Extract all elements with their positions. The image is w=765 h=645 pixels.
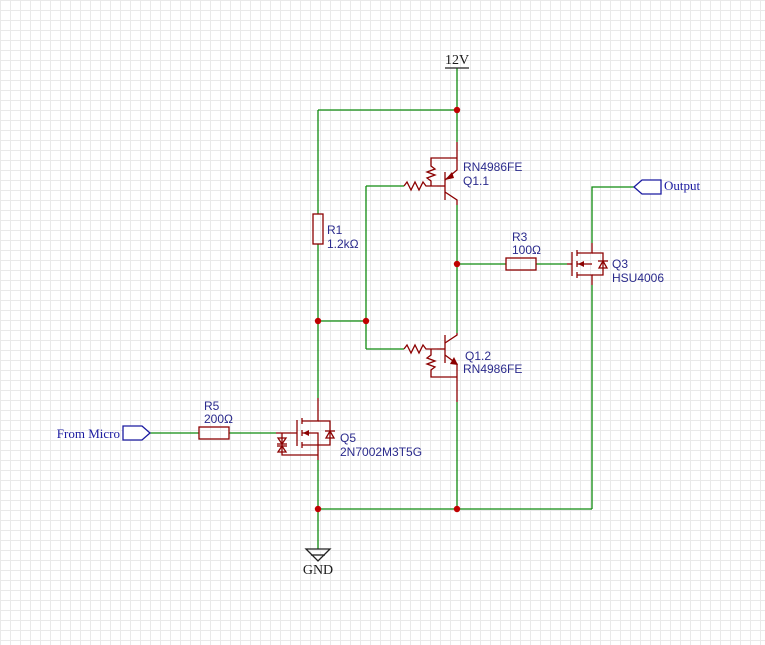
q5-ref: Q5 <box>340 431 356 445</box>
q3-part: HSU4006 <box>612 271 664 285</box>
input-port[interactable]: From Micro <box>57 425 151 441</box>
junction-dot <box>314 505 322 513</box>
q5-body <box>302 432 319 445</box>
input-port-label: From Micro <box>57 426 120 441</box>
r3-body <box>505 257 537 271</box>
q1-1-be-resistor <box>425 157 457 186</box>
junction-dot <box>362 317 370 325</box>
q5-source <box>302 444 319 460</box>
q5-part: 2N7002M3T5G <box>340 445 422 459</box>
gnd-label: GND <box>303 563 333 578</box>
transistor-q1-2: Q1.2 RN4986FE <box>403 333 522 402</box>
r3-ref: R3 <box>512 230 528 244</box>
q1-2-base-resistor <box>403 343 437 355</box>
r5-value: 200Ω <box>204 412 233 426</box>
output-port-flag[interactable] <box>633 179 662 195</box>
r3-value: 100Ω <box>512 243 541 257</box>
gnd-symbol: GND <box>303 548 333 578</box>
output-port-label: Output <box>664 178 701 193</box>
r5-body <box>198 426 230 440</box>
q1-1-collector <box>444 191 458 205</box>
r1-body <box>312 213 324 245</box>
q1-2-part: RN4986FE <box>463 362 522 376</box>
output-wire <box>591 186 634 243</box>
r1-ref: R1 <box>327 223 343 237</box>
q1-2-collector <box>444 333 458 344</box>
junction-dot <box>314 317 322 325</box>
q3-ref: Q3 <box>612 257 628 271</box>
resistor-r3: R3 100Ω <box>505 230 541 271</box>
q1-2-be-resistor <box>425 349 457 378</box>
q3-drain <box>577 243 593 254</box>
resistor-r5: R5 200Ω <box>198 399 233 440</box>
q3-diode-leads <box>592 252 604 276</box>
q5-body-arrow <box>303 430 309 436</box>
junctions <box>314 106 461 513</box>
junction-dot <box>453 106 461 114</box>
resistor-r1: R1 1.2kΩ <box>312 213 359 251</box>
q3-diode <box>597 259 609 269</box>
junction-dot <box>453 260 461 268</box>
q3-body-arrow <box>578 261 584 267</box>
r1-value: 1.2kΩ <box>327 237 359 251</box>
mosfet-q3: Q3 HSU4006 <box>567 243 664 285</box>
vcc-symbol: 12V <box>445 53 469 69</box>
q5-esd-diode-1 <box>276 437 288 446</box>
q5-drain <box>302 398 319 422</box>
output-port[interactable]: Output <box>633 178 701 195</box>
transistor-q1-1: RN4986FE Q1.1 <box>403 142 522 205</box>
wires <box>150 68 634 549</box>
q1-2-ref: Q1.2 <box>465 349 491 363</box>
q1-1-part: RN4986FE <box>463 160 522 174</box>
r5-ref: R5 <box>204 399 220 413</box>
q5-diode <box>324 429 336 439</box>
mosfet-q5: Q5 2N7002M3T5G <box>276 398 422 460</box>
q1-2-emitter-arrow <box>450 357 458 365</box>
q1-1-emitter-arrow <box>445 172 454 180</box>
q5-esd-leads <box>281 433 318 456</box>
q1-1-base-resistor <box>403 180 437 192</box>
q3-source <box>577 274 593 285</box>
junction-dot <box>453 505 461 513</box>
vcc-label: 12V <box>445 53 469 68</box>
q5-diode-leads <box>318 420 331 446</box>
q1-1-ref: Q1.1 <box>463 174 489 188</box>
q5-esd-diode-2 <box>276 444 288 453</box>
input-port-flag[interactable] <box>122 425 151 441</box>
